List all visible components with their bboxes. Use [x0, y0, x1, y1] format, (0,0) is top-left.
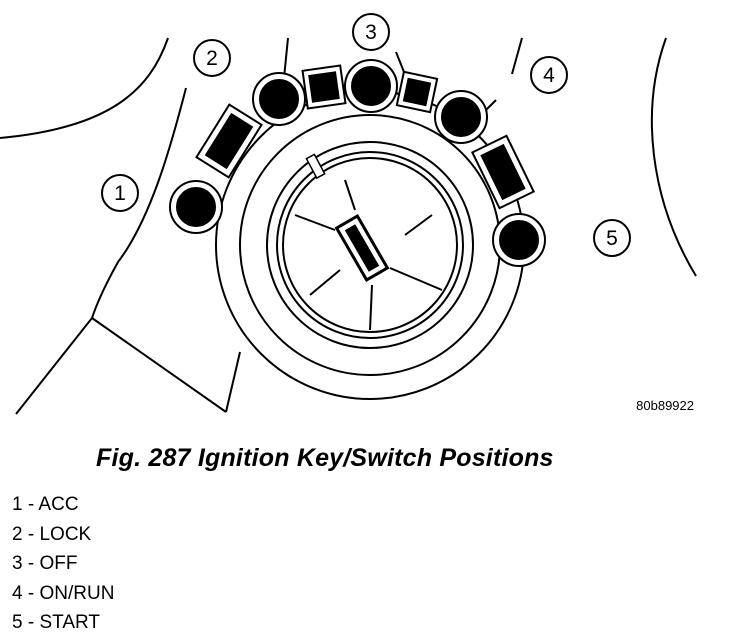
legend-label: START [39, 612, 100, 633]
legend-number: 1 [12, 494, 23, 515]
cylinder-line [369, 284, 373, 331]
housing-bottom-line-2 [15, 317, 93, 415]
legend-item: 3 - OFF [12, 553, 78, 574]
legend-number: 5 [12, 612, 23, 633]
callout-4: 4 [530, 56, 568, 94]
leader-4a [511, 37, 523, 75]
svg-text:4: 4 [543, 64, 555, 87]
contact-left [195, 103, 263, 179]
detent-start-dot [499, 220, 539, 260]
leader-2 [283, 37, 289, 79]
detent-acc-dot [176, 187, 216, 227]
housing-inner-drop [225, 351, 241, 413]
legend-item: 1 - ACC [12, 494, 79, 515]
contact-top-left [301, 64, 347, 110]
legend-label: OFF [39, 553, 78, 574]
cylinder-line [404, 214, 433, 236]
legend-label: ON/RUN [39, 582, 115, 604]
legend-item: 2 - LOCK [12, 523, 92, 545]
figure-caption: Fig. 287 Ignition Key/Switch Positions [96, 444, 554, 472]
cylinder-line [294, 214, 336, 231]
legend-item: 4 - ON/RUN [12, 582, 115, 604]
key-slot [334, 213, 390, 283]
leader-4b [485, 99, 497, 111]
middle-ring [239, 114, 501, 376]
detent-off-dot [351, 66, 391, 106]
ignition-switch-diagram: 1 2 3 4 5 80b89922 [0, 13, 697, 415]
detent-lock-dot [259, 79, 299, 119]
leader-3 [395, 51, 405, 73]
detent-on-dot [441, 97, 481, 137]
svg-text:5: 5 [606, 227, 618, 250]
callout-2: 2 [193, 39, 231, 77]
callout-3: 3 [352, 13, 390, 51]
legend-item: 5 - START [12, 612, 100, 633]
legend-number: 2 [12, 523, 23, 545]
legend-number: 3 [12, 553, 23, 574]
housing-right-curve [650, 37, 697, 277]
contact-top-right [395, 70, 439, 114]
svg-text:2: 2 [206, 47, 218, 70]
housing-left-lower-curve [91, 87, 187, 319]
callout-1: 1 [101, 174, 139, 212]
callout-5: 5 [593, 219, 631, 257]
lock-cylinder [282, 157, 458, 333]
svg-text:1: 1 [114, 182, 126, 205]
inner-ring-1 [266, 141, 474, 349]
position-indicator [305, 153, 326, 180]
cylinder-line [309, 269, 341, 296]
contact-right [470, 134, 536, 210]
legend-label: LOCK [39, 523, 92, 545]
housing-bottom-line [91, 317, 227, 413]
legend-number: 4 [12, 582, 23, 604]
cylinder-line [389, 267, 443, 291]
cylinder-line [344, 179, 356, 211]
figure-code: 80b89922 [636, 398, 694, 413]
inner-ring-2 [276, 151, 464, 339]
legend-label: ACC [38, 494, 79, 515]
position-legend: 1 - ACC 2 - LOCK 3 - OFF 4 - ON/RUN 5 - … [12, 490, 114, 638]
housing-left-curve [0, 37, 169, 139]
svg-text:3: 3 [365, 21, 377, 44]
